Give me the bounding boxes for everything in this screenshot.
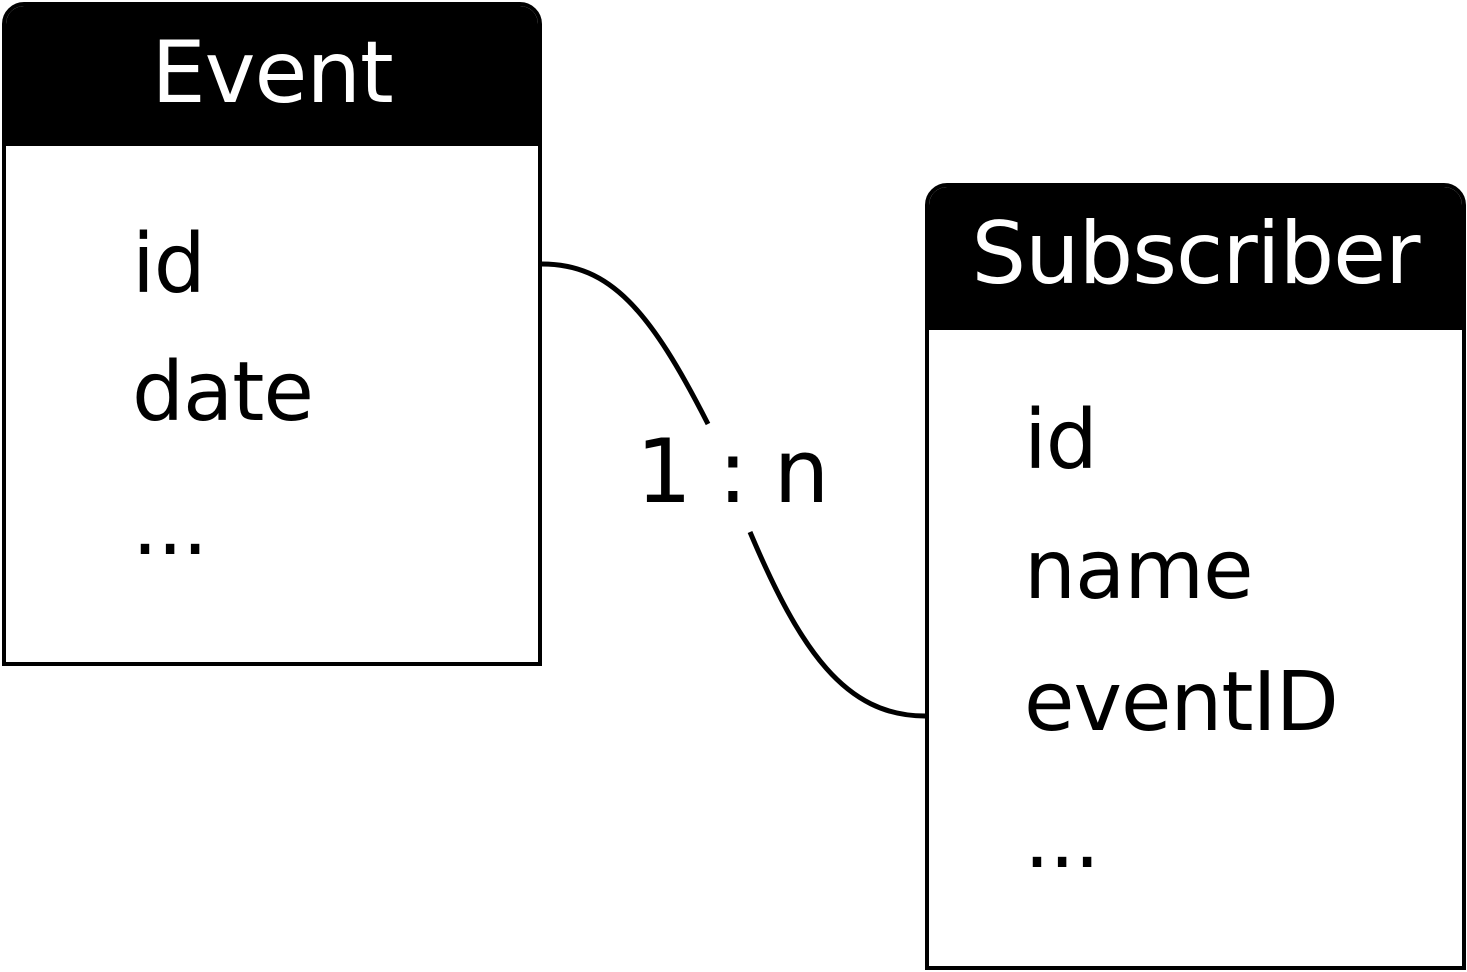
- event-entity: Event id date ...: [2, 2, 542, 666]
- subscriber-field-name: name: [1024, 523, 1254, 618]
- connector-line-lower: [747, 531, 926, 719]
- subscriber-entity-header: Subscriber: [929, 187, 1462, 330]
- subscriber-field-id: id: [1024, 393, 1098, 488]
- subscriber-entity: Subscriber id name eventID ...: [925, 183, 1466, 970]
- connector-line-upper: [541, 261, 711, 426]
- event-field-more: ...: [132, 479, 208, 574]
- event-field-id: id: [132, 217, 206, 312]
- subscriber-field-eventid: eventID: [1024, 655, 1339, 750]
- event-entity-header: Event: [6, 6, 538, 146]
- event-field-date: date: [132, 345, 314, 440]
- subscriber-entity-title: Subscriber: [971, 204, 1421, 304]
- relationship-cardinality-label: 1 : n: [636, 420, 829, 523]
- subscriber-field-more: ...: [1024, 792, 1100, 887]
- event-entity-title: Event: [151, 23, 393, 123]
